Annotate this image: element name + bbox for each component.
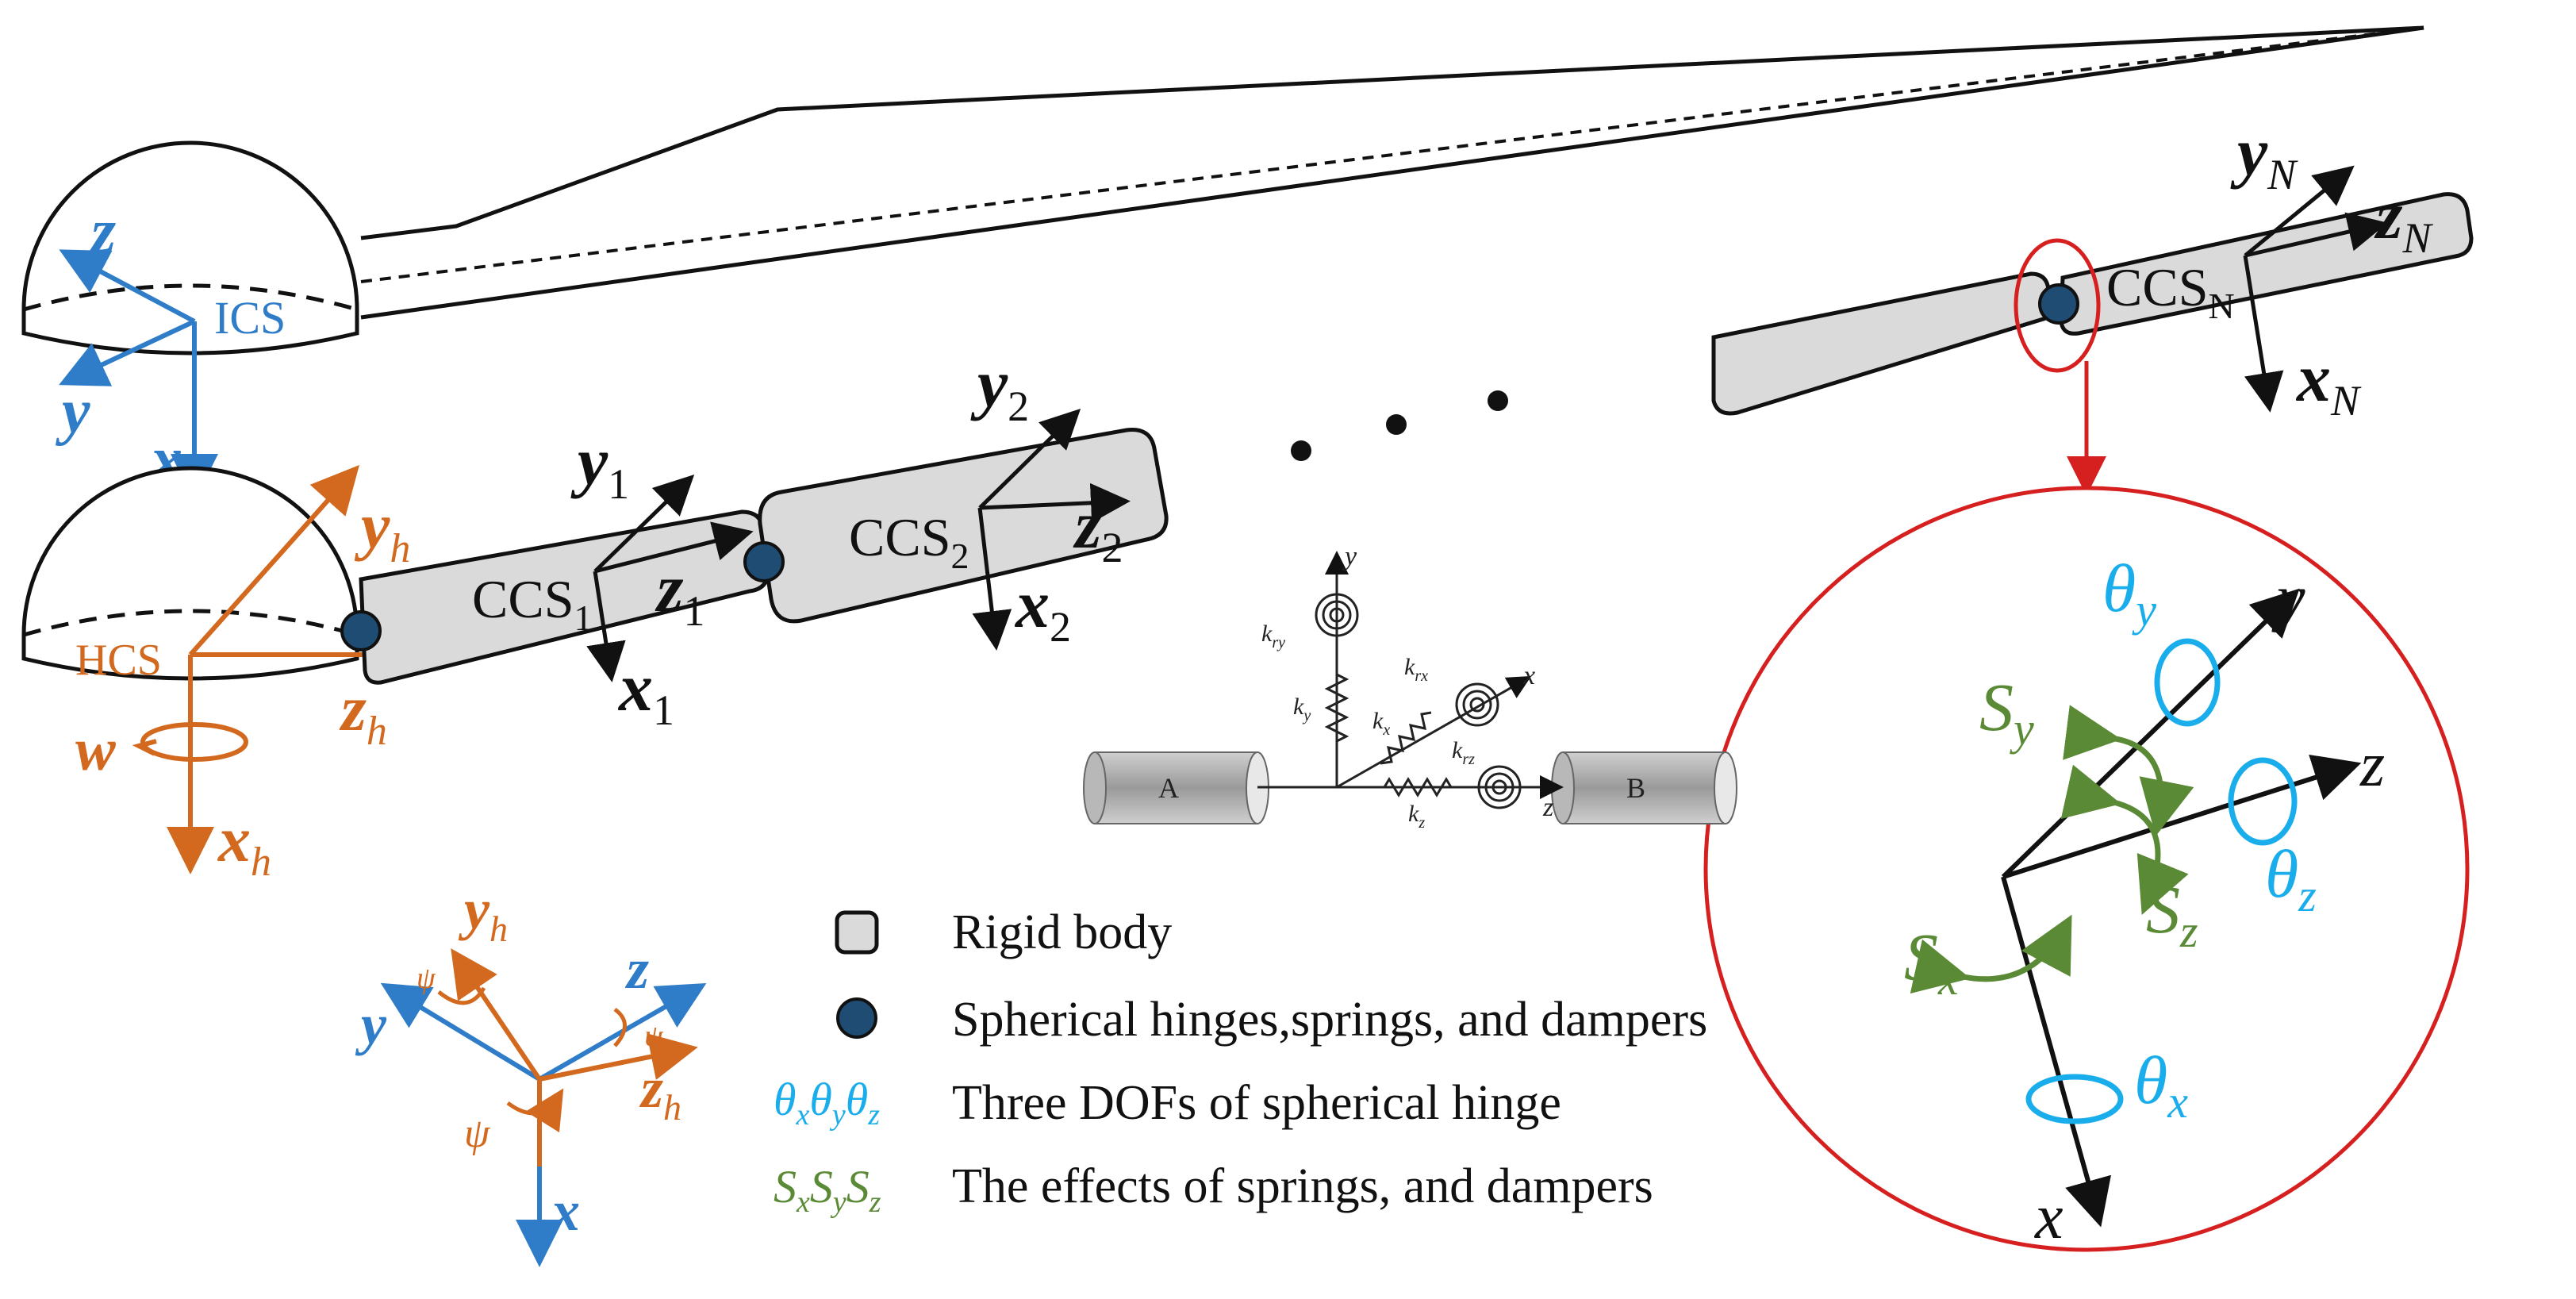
body-a: A (1083, 751, 1269, 824)
spring-kx (1380, 711, 1432, 765)
hinge-hcs-body1 (340, 610, 382, 651)
torsion-kry (1315, 593, 1359, 637)
body-a-label: A (1158, 772, 1179, 804)
legend-label-rigid-body: Rigid body (952, 905, 1172, 959)
spring-ky (1324, 673, 1349, 743)
ccs1-frame: CCS1 y1 z1 x1 (472, 423, 754, 734)
torsion-krx (1455, 682, 1499, 727)
hinge-body1-body2 (743, 541, 785, 582)
theta-x-label: θx (2134, 1042, 2188, 1128)
w-rotation-icon (140, 722, 248, 762)
theta-z-label: θz (2265, 836, 2317, 921)
hcs-frame: HCS w yh zh xh (75, 465, 438, 885)
ics-hemisphere (21, 140, 359, 355)
rot-z-label: z (624, 937, 649, 1001)
ccs2-y-label: y2 (970, 345, 1029, 430)
ics-y-label: y (55, 377, 90, 447)
ccs2-label: CCS2 (849, 507, 969, 576)
hcs-label: HCS (75, 636, 162, 685)
label-krx: krx (1404, 654, 1428, 685)
ellipsis-dots (1291, 390, 1508, 461)
rot-y-label: y (355, 993, 387, 1056)
rigid-body-2 (758, 427, 1169, 624)
hinge-n (2038, 283, 2079, 325)
ics-z-label: z (89, 197, 116, 267)
body-b-label: B (1626, 772, 1645, 804)
label-ky: ky (1293, 694, 1311, 724)
torsion-krz (1477, 765, 1522, 809)
spring-kz (1383, 777, 1453, 797)
ccsn-label: CCSN (2106, 257, 2235, 326)
theta-z-ring (2228, 757, 2298, 846)
ccs1-label: CCS1 (472, 569, 593, 638)
jm-z-axis: z (1542, 793, 1553, 822)
label-krz: krz (1452, 737, 1475, 768)
joint-model: A B y x z kry ky krx kx krz kz (1083, 542, 1737, 832)
detail-y-label: y (2271, 563, 2305, 633)
s-x-arc (1910, 914, 2072, 994)
rotation-diagram: y z x yh zh ψ ψ ψ (355, 878, 707, 1267)
jm-y-axis: y (1342, 542, 1357, 571)
ccs1-x-label: x1 (617, 649, 674, 734)
detail-z-label: z (2359, 730, 2385, 800)
body-b: B (1551, 751, 1737, 824)
cable-lines (360, 25, 2424, 320)
ccsn-y-label: yN (2230, 113, 2298, 198)
legend-theta-symbol: θxθyθz (774, 1074, 880, 1132)
theta-y-label: θy (2102, 550, 2156, 636)
hinge-n-highlight (2014, 238, 2101, 373)
s-z-arc (2060, 764, 2189, 915)
rot-yh-label: yh (458, 878, 508, 949)
detail-x-label: x (2034, 1182, 2063, 1252)
hcs-hemisphere (21, 466, 359, 681)
ics-frame: ICS z y x (55, 197, 286, 502)
s-x-label: Sx (1904, 919, 1959, 1005)
legend-label-dofs: Three DOFs of spherical hinge (952, 1076, 1561, 1130)
hcs-y-label: yh (354, 490, 410, 571)
ccs1-z-label: z1 (655, 550, 704, 635)
label-kx: kx (1372, 708, 1390, 739)
s-y-label: Sy (1979, 669, 2034, 755)
legend-s-symbol: SxSySz (774, 1161, 881, 1219)
rigid-body-n-left (1711, 271, 2051, 416)
theta-x-ring (2025, 1074, 2124, 1124)
ics-label: ICS (214, 292, 286, 344)
hcs-w-label: w (75, 717, 116, 783)
ccs1-y-label: y1 (570, 423, 629, 508)
hcs-x-label: xh (217, 803, 271, 885)
rot-zh-label: zh (639, 1056, 681, 1128)
label-kz: kz (1408, 801, 1425, 832)
hcs-z-label: zh (339, 672, 387, 754)
rot-x-label: x (551, 1179, 580, 1243)
ccsn-x-label: xN (2295, 340, 2362, 425)
legend-rigid-body-swatch (835, 910, 879, 955)
rot-psi-1: ψ (417, 962, 436, 995)
rot-psi-2: ψ (644, 1020, 664, 1053)
s-z-label: Sz (2146, 871, 2198, 957)
ccsn-z-label: zN (2374, 177, 2433, 262)
rot-psi-3: ψ (464, 1111, 491, 1156)
ccs2-x-label: x2 (1014, 566, 1071, 651)
jm-x-axis: x (1522, 661, 1535, 690)
zoom-detail: y z x θy θz θx Sy Sz Sx (1703, 486, 2470, 1252)
legend-label-hinge: Spherical hinges,springs, and dampers (952, 993, 1707, 1047)
label-kry: kry (1261, 621, 1285, 651)
legend: Rigid body Spherical hinges,springs, and… (774, 905, 1707, 1219)
ccs2-z-label: z2 (1073, 486, 1123, 571)
legend-label-springs: The effects of springs, and dampers (952, 1159, 1653, 1213)
legend-hinge-swatch (836, 997, 877, 1039)
